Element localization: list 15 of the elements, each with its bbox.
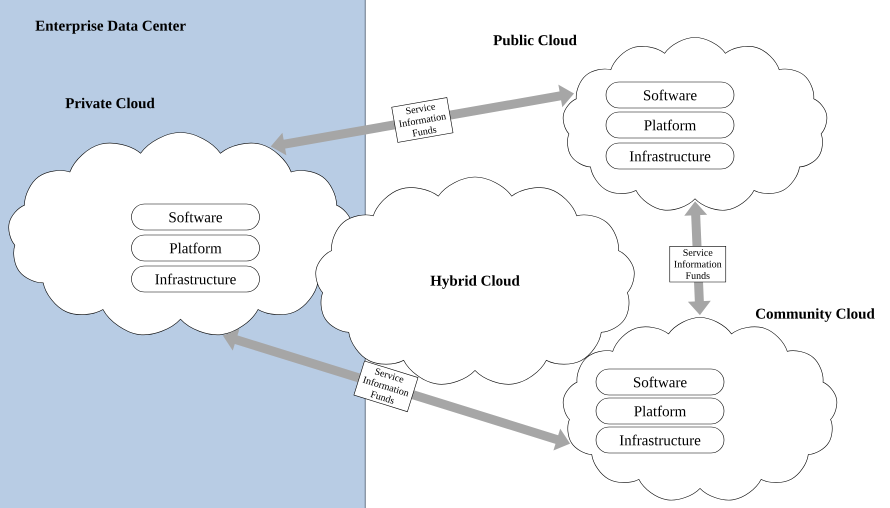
cloud-heading: Community Cloud <box>756 308 875 322</box>
layer-pill: Infrastructure <box>131 266 260 292</box>
layer-pill: Software <box>596 368 724 396</box>
layer-pill: Platform <box>606 112 734 138</box>
layer-pill: Software <box>606 82 734 108</box>
layer-pill: Platform <box>131 234 260 262</box>
cloud-heading: Private Cloud <box>65 98 155 108</box>
layer-pill: Infrastructure <box>606 142 734 170</box>
edge-label: Service Information Funds <box>391 97 454 143</box>
cloud-heading: Public Cloud <box>493 34 577 46</box>
edge-label: Service Information Funds <box>669 246 726 282</box>
layer-pill: Platform <box>596 398 724 424</box>
layer-pill: Software <box>131 204 260 230</box>
layer-pill: Infrastructure <box>596 426 724 454</box>
heading: Enterprise Data Center <box>35 20 186 34</box>
